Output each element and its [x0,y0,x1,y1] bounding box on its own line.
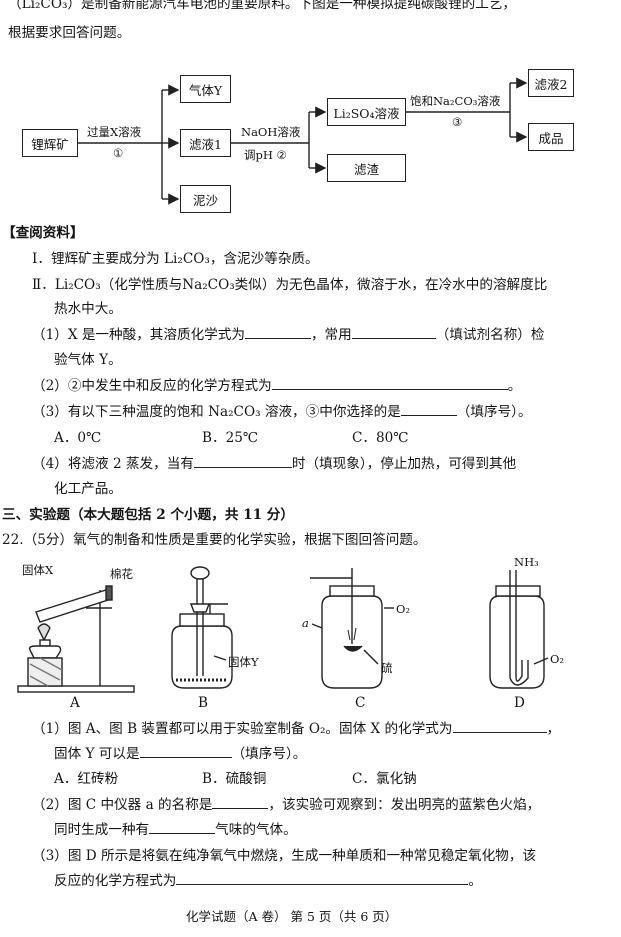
q22-part3-line1: （3）图 D 所示是将氨在纯净氧气中燃烧，生成一种单质和一种常见稳定氧化物，该 [32,848,536,864]
q22-part1-line2: 固体 Y 可以是 （填序号）。 [54,745,306,763]
q21-part3-text-a: （3）有以下三种温度的饱和 Na₂CO₃ 溶液，③中你选择的是 [32,404,401,420]
q21-part3-text-b: （填序号）。 [456,404,532,420]
ore-box: 锂辉矿 [22,129,78,157]
fig-caption-c: C [355,695,366,711]
fig-a-solid-x-label: 固体X [22,563,54,577]
fig-c-instrument-a-label: a [302,616,309,630]
q22-title: 22.（5分）氧气的制备和性质是重要的化学实验，根据下图回答问题。 [2,532,427,548]
q22-part2-text-d: 气味的气体。 [215,822,297,838]
q21-part1-text-a: （1）X 是一种酸，其溶质化学式为 [32,327,245,343]
product-box: 成品 [528,123,574,151]
filtrate1-box: 滤液1 [180,129,231,157]
q22-part1-text-c: 固体 Y 可以是 [54,746,140,762]
q21-part3-option-a: A．0℃ [54,430,102,446]
q21-part4-blank-phenomenon[interactable] [193,455,292,468]
intro-line-1: （Li₂CO₃）是制备新能源汽车电池的重要原料。下图是一种模拟提纯碳酸锂的工艺， [8,0,517,12]
step1-reagent-label: 过量X溶液 [87,125,142,139]
q22-part1-text-b: ， [546,721,561,737]
fig-d-nh3-label: NH₃ [514,555,539,569]
flow-diagram-arrows [78,77,528,205]
section-3-heading: 三、实验题（本大题包括 2 个小题，共 11 分） [2,507,294,523]
reference-heading: 【查阅资料】 [2,225,84,241]
q22-part3-period: 。 [468,873,482,889]
q22-part1-option-a: A．红砖粉 [54,771,119,787]
q21-part1-line2: 验气体 Y。 [54,352,122,368]
gas-y-box: 气体Y [180,75,231,103]
q22-part3-blank-equation[interactable] [176,872,469,885]
q22-part2-text-c: 同时生成一种有 [54,822,150,838]
q21-part3: （3）有以下三种温度的饱和 Na₂CO₃ 溶液，③中你选择的是 （填序号）。 [32,403,532,421]
q22-part2-line2: 同时生成一种有 气味的气体。 [54,821,297,839]
residue-box: 滤渣 [327,154,406,182]
q21-part1-text-c: （填试剂名称）检 [435,327,545,343]
li2so4-box: Li₂SO₄溶液 [327,98,406,126]
fig-b-solid-y-label: 固体Y [228,655,259,669]
step2-reagent-label: NaOH溶液 [241,125,301,139]
fig-caption-b: B [198,695,208,711]
q21-part3-option-b: B．25℃ [202,430,259,446]
q22-part1-line1: （1）图 A、图 B 装置都可以用于实验室制备 O₂。固体 X 的化学式为 ， [32,720,560,738]
q21-part1-blank-reagent[interactable] [351,326,436,339]
fig-caption-a: A [70,695,80,711]
mud-box: 泥沙 [180,185,231,213]
q22-part2-text-a: （2）图 C 中仪器 a 的名称是 [32,797,213,813]
step2-condition-label: 调pH ② [244,148,287,162]
reference-item-1: Ⅰ．锂辉矿主要成分为 Li₂CO₃，含泥沙等杂质。 [32,251,319,267]
q22-part1-blank-formula[interactable] [452,720,547,733]
q21-part4-line2: 化工产品。 [54,481,122,497]
q22-part2-text-b: ，该实验可观察到：发出明亮的蓝紫色火焰， [268,797,541,813]
step3-number: ③ [452,115,463,129]
step3-reagent-label: 饱和Na₂CO₃溶液 [410,94,501,108]
fig-a-cotton-label: 棉花 [110,567,133,581]
q21-part4-text-b: 时（填现象），停止加热，可得到其他 [291,456,517,472]
q22-part3-text-b: 反应的化学方程式为 [54,873,177,889]
fig-c-o2-label: O₂ [396,602,411,616]
fig-caption-d: D [514,695,525,711]
q21-part3-option-c: C．80℃ [352,430,409,446]
reference-item-2-line-2: 热水中大。 [54,301,122,317]
q21-part2-period: 。 [507,378,522,394]
q21-part4-text-a: （4）将滤液 2 蒸发，当有 [32,456,194,472]
q22-part2-line1: （2）图 C 中仪器 a 的名称是 ，该实验可观察到：发出明亮的蓝紫色火焰， [32,796,540,814]
q21-part4-line1: （4）将滤液 2 蒸发，当有 时（填现象），停止加热，可得到其他 [32,455,516,473]
fig-d-o2-label: O₂ [550,652,565,666]
q21-part3-blank-choice[interactable] [400,403,457,416]
q22-part1-option-c: C．氯化钠 [352,771,417,787]
q21-part2: （2）②中发生中和反应的化学方程式为 。 [32,377,521,395]
filtrate2-box: 滤液2 [528,69,574,97]
q22-part2-blank-instrument[interactable] [212,796,269,809]
q21-part1-text-b: ，常用 [310,327,352,343]
q22-part2-blank-odor[interactable] [149,821,216,834]
q21-part1-line1: （1）X 是一种酸，其溶质化学式为 ，常用 （填试剂名称）检 [32,326,545,344]
page-footer: 化学试题（A 卷） 第 5 页（共 6 页） [186,909,398,924]
q22-part1-blank-solid-y[interactable] [139,745,232,758]
fig-c-sulfur-label: 硫 [381,661,393,675]
intro-line-2: 根据要求回答问题。 [8,25,131,41]
q22-part3-line2: 反应的化学方程式为 。 [54,872,482,890]
q21-part2-text: （2）②中发生中和反应的化学方程式为 [32,378,272,394]
reference-item-2-line-1: Ⅱ．Li₂CO₃（化学性质与Na₂CO₃类似）为无色晶体，微溶于水，在冷水中的溶… [32,277,548,293]
q21-part2-blank-equation[interactable] [271,377,508,390]
q21-part1-blank-formula[interactable] [244,326,311,339]
q22-part1-text-a: （1）图 A、图 B 装置都可以用于实验室制备 O₂。固体 X 的化学式为 [32,721,453,737]
q22-part1-option-b: B．硫酸铜 [202,771,267,787]
step1-number: ① [113,146,124,160]
q22-part1-text-d: （填序号）。 [231,746,307,762]
